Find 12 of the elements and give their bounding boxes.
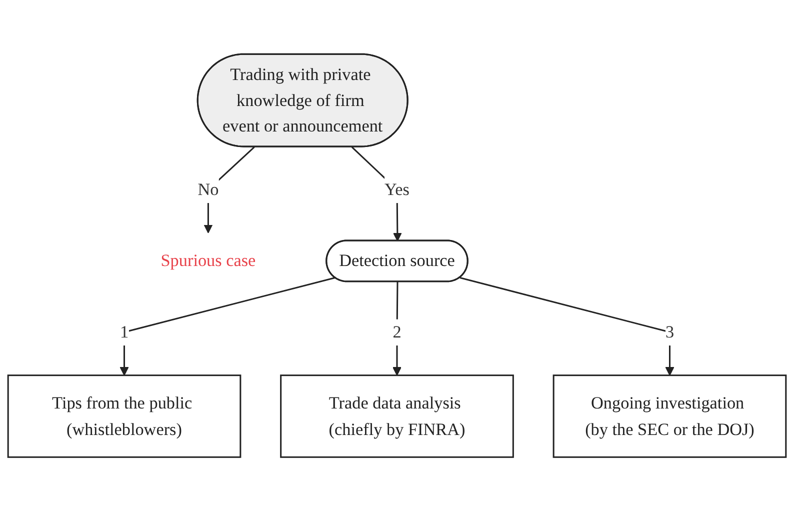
edge-label: 1 <box>120 322 129 342</box>
edge-label: No <box>198 180 219 200</box>
arrow <box>120 277 336 376</box>
edge-label: 2 <box>392 322 402 342</box>
node-box: Ongoing investigation (by the SEC or the DOJ) <box>552 374 787 458</box>
node-box: Tips from the public (whistleblowers) <box>7 374 242 458</box>
arrow <box>460 277 674 376</box>
edge-label: 3 <box>665 322 674 342</box>
node-box: Trade data analysis (chiefly by FINRA) <box>280 374 514 458</box>
arrow <box>392 282 402 376</box>
node-text: Spurious case <box>160 251 256 271</box>
edge-label: Yes <box>384 180 410 200</box>
